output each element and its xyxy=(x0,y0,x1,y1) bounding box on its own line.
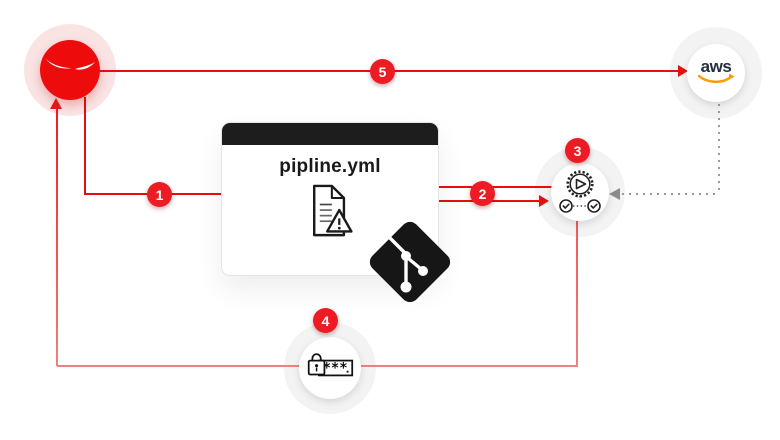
pipeline-filename: pipline.yml xyxy=(279,156,381,177)
step-number-4: 4 xyxy=(321,312,330,329)
attacker-evil-face-icon xyxy=(46,59,95,70)
step-badge-4: 4 xyxy=(313,308,338,333)
attacker-node xyxy=(40,40,100,100)
flow-line-window-to-cicd-upper xyxy=(437,186,553,188)
document-warning-icon xyxy=(313,184,353,237)
aws-node: aws xyxy=(687,44,745,102)
gray-arrowhead-to-cicd-icon xyxy=(609,188,620,200)
arrowhead-to-cicd-icon xyxy=(539,195,549,207)
git-branch-icon xyxy=(369,221,451,303)
step-badge-1: 1 xyxy=(147,182,172,207)
step-number-5: 5 xyxy=(378,63,387,80)
step-number-1: 1 xyxy=(155,186,164,203)
step-number-2: 2 xyxy=(478,185,487,202)
secret-node: *** xyxy=(299,337,361,399)
cicd-gear-play-icon xyxy=(559,170,601,213)
return-line-cicd-down xyxy=(576,221,578,367)
dotted-line-aws-to-cicd xyxy=(622,193,719,195)
aws-smile-logo: aws xyxy=(697,57,735,83)
arrowhead-to-attacker-icon xyxy=(50,98,62,109)
aws-label: aws xyxy=(701,57,732,76)
arrowhead-to-aws-icon xyxy=(678,65,688,77)
cicd-node xyxy=(551,163,609,221)
password-lock-icon: *** xyxy=(307,353,354,377)
step-badge-3: 3 xyxy=(565,138,590,163)
step-badge-5: 5 xyxy=(370,59,395,84)
password-mask: *** xyxy=(323,361,348,377)
git-node xyxy=(365,217,455,307)
step-badge-2: 2 xyxy=(470,181,495,206)
dotted-line-aws-down xyxy=(718,104,720,194)
return-line-up-to-attacker xyxy=(56,109,58,366)
flow-line-attacker-down xyxy=(84,97,86,195)
window-titlebar xyxy=(222,123,438,145)
step-number-3: 3 xyxy=(573,142,582,159)
